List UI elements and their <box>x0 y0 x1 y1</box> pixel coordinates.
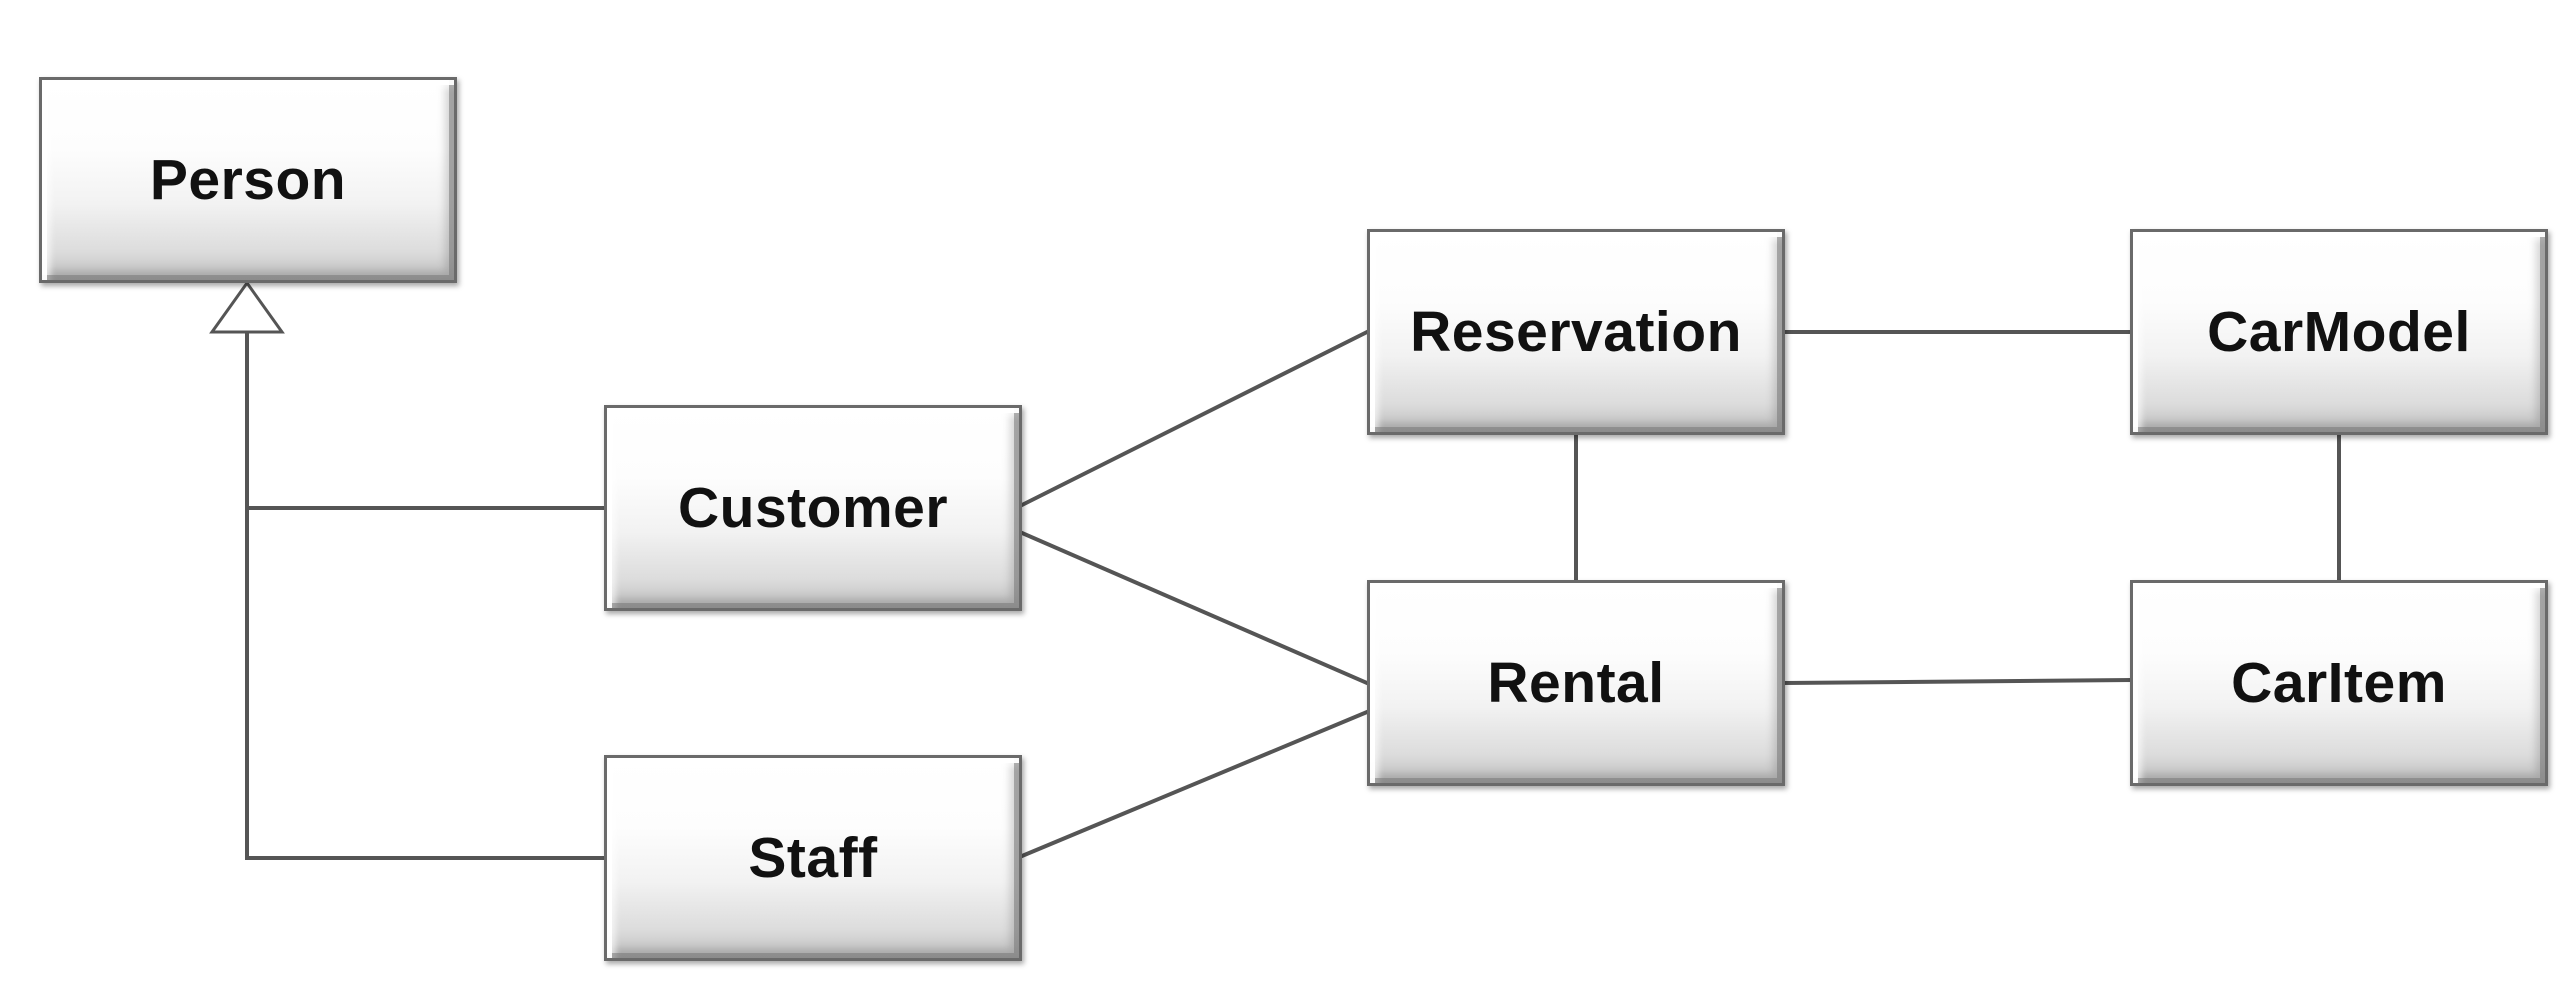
class-box-person[interactable]: Person <box>39 77 457 283</box>
class-name-carmodel: CarModel <box>2207 300 2471 364</box>
class-box-reservation[interactable]: Reservation <box>1367 229 1785 435</box>
association-customer-rental <box>1019 530 1370 686</box>
class-box-rental[interactable]: Rental <box>1367 580 1785 786</box>
class-box-caritem[interactable]: CarItem <box>2130 580 2548 786</box>
class-name-person: Person <box>149 148 347 212</box>
class-box-carmodel[interactable]: CarModel <box>2130 229 2548 435</box>
generalization-arrowhead-icon <box>209 280 285 334</box>
class-name-rental: Rental <box>1487 651 1665 715</box>
class-box-staff[interactable]: Staff <box>604 755 1022 961</box>
association-rental-caritem <box>1782 677 2133 686</box>
class-name-customer: Customer <box>677 476 949 540</box>
class-box-customer[interactable]: Customer <box>604 405 1022 611</box>
class-name-staff: Staff <box>748 826 878 890</box>
association-customer-reservation <box>1019 329 1370 508</box>
association-staff-rental <box>1019 709 1370 859</box>
class-name-reservation: Reservation <box>1410 300 1742 364</box>
class-name-caritem: CarItem <box>2231 651 2447 715</box>
